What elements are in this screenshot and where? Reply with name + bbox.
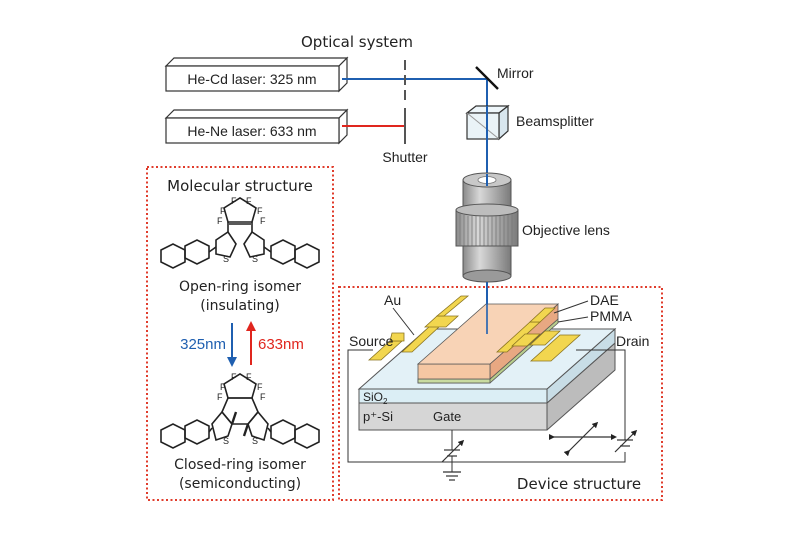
drain-voltage-source-icon	[614, 429, 638, 453]
svg-text:F: F	[217, 216, 223, 226]
p-si-label: p⁺-Si	[363, 409, 393, 424]
svg-text:F: F	[257, 382, 263, 392]
open-ring-molecule	[160, 197, 320, 269]
svg-text:F: F	[220, 206, 226, 216]
beamsplitter-label: Beamsplitter	[516, 113, 594, 129]
source-label: Source	[349, 333, 394, 349]
laser1-label: He-Cd laser: 325 nm	[187, 71, 316, 87]
objective-lens-icon	[455, 172, 519, 283]
molecular-title: Molecular structure	[167, 177, 313, 195]
source-electrode	[367, 295, 470, 361]
circuit-wiring	[347, 349, 626, 472]
gate-voltage-source-icon	[441, 439, 465, 463]
dae-pmma-stack	[416, 303, 560, 384]
gate-label: Gate	[433, 409, 461, 424]
mirror-icon	[475, 66, 499, 90]
svg-text:S: S	[223, 436, 229, 446]
svg-text:F: F	[231, 196, 237, 206]
svg-text:F: F	[260, 216, 266, 226]
svg-text:F: F	[246, 196, 252, 206]
closed-ring-property: (semiconducting)	[179, 476, 301, 492]
device-structure-box	[338, 286, 663, 501]
svg-text:F: F	[217, 392, 223, 402]
svg-text:F: F	[246, 372, 252, 382]
svg-text:S: S	[252, 254, 258, 264]
au-label: Au	[384, 292, 401, 308]
svg-text:S: S	[223, 254, 229, 264]
he-ne-laser: He-Ne laser: 633 nm	[164, 108, 349, 145]
mirror-label: Mirror	[497, 65, 534, 81]
drain-label: Drain	[616, 333, 649, 349]
open-ring-name: Open-ring isomer	[179, 279, 301, 295]
svg-text:F: F	[260, 392, 266, 402]
open-ring-property: (insulating)	[200, 298, 279, 314]
svg-text:S: S	[252, 436, 258, 446]
closed-ring-name: Closed-ring isomer	[174, 457, 306, 473]
svg-text:F: F	[220, 382, 226, 392]
sio2-label: SiO2	[363, 390, 388, 406]
ground-icon	[443, 471, 461, 481]
drain-electrode	[495, 307, 582, 362]
direction-arrows-icon	[549, 421, 617, 457]
laser2-label: He-Ne laser: 633 nm	[187, 123, 316, 139]
dae-label: DAE	[590, 292, 619, 308]
vis-wavelength-label: 633nm	[258, 336, 304, 353]
svg-text:F: F	[231, 372, 237, 382]
he-cd-laser: He-Cd laser: 325 nm	[164, 56, 349, 93]
svg-text:F: F	[257, 206, 263, 216]
molecular-structure-box	[146, 166, 334, 501]
closed-ring-molecule	[160, 373, 320, 449]
optical-system-title: Optical system	[301, 33, 413, 51]
pmma-label: PMMA	[590, 308, 633, 324]
uv-wavelength-label: 325nm	[180, 336, 226, 353]
device-title: Device structure	[517, 475, 641, 493]
shutter-label: Shutter	[382, 149, 427, 165]
objective-label: Objective lens	[522, 222, 610, 238]
